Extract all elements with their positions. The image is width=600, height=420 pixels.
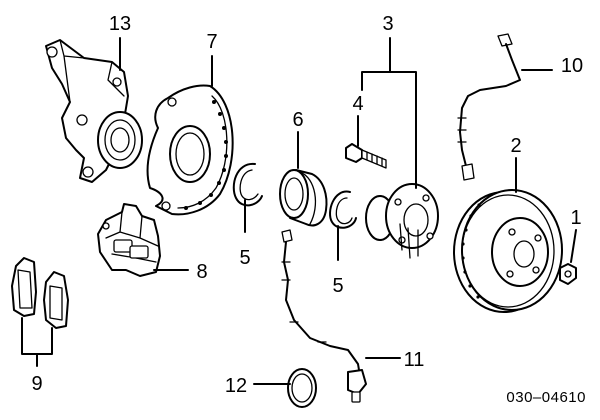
hub-bolt (345, 143, 387, 169)
callout-13: 13 (109, 13, 131, 35)
callout-11: 11 (404, 349, 425, 371)
callout-4: 4 (352, 93, 363, 115)
steering-knuckle (45, 39, 143, 183)
callout-2: 2 (510, 135, 521, 157)
splash-shield (146, 84, 234, 216)
callout-5-left: 5 (239, 247, 250, 269)
seal-ring (287, 368, 317, 408)
callout-9: 9 (31, 373, 42, 395)
brake-rotor (453, 189, 563, 313)
lug-nut (559, 263, 577, 285)
leader-lines (21, 37, 577, 385)
callout-10: 10 (561, 55, 583, 77)
callout-12: 12 (225, 375, 247, 397)
callout-5-right: 5 (332, 275, 343, 297)
callout-3: 3 (382, 13, 393, 35)
brake-hose (457, 33, 521, 181)
callout-7: 7 (206, 31, 217, 53)
abs-sensor (281, 229, 367, 403)
diagram-code: 030–04610 (506, 389, 586, 406)
callout-8: 8 (196, 261, 207, 283)
brake-pads (11, 257, 69, 329)
callout-6: 6 (292, 109, 303, 131)
callout-1: 1 (570, 207, 581, 229)
snap-ring-right (329, 190, 357, 229)
snap-ring-left (232, 162, 263, 207)
wheel-hub (365, 183, 439, 259)
callout-labels: 13 7 3 4 6 10 2 1 5 5 8 9 11 12 (31, 13, 583, 397)
brake-caliper (97, 203, 161, 277)
wheel-bearing (279, 169, 328, 227)
